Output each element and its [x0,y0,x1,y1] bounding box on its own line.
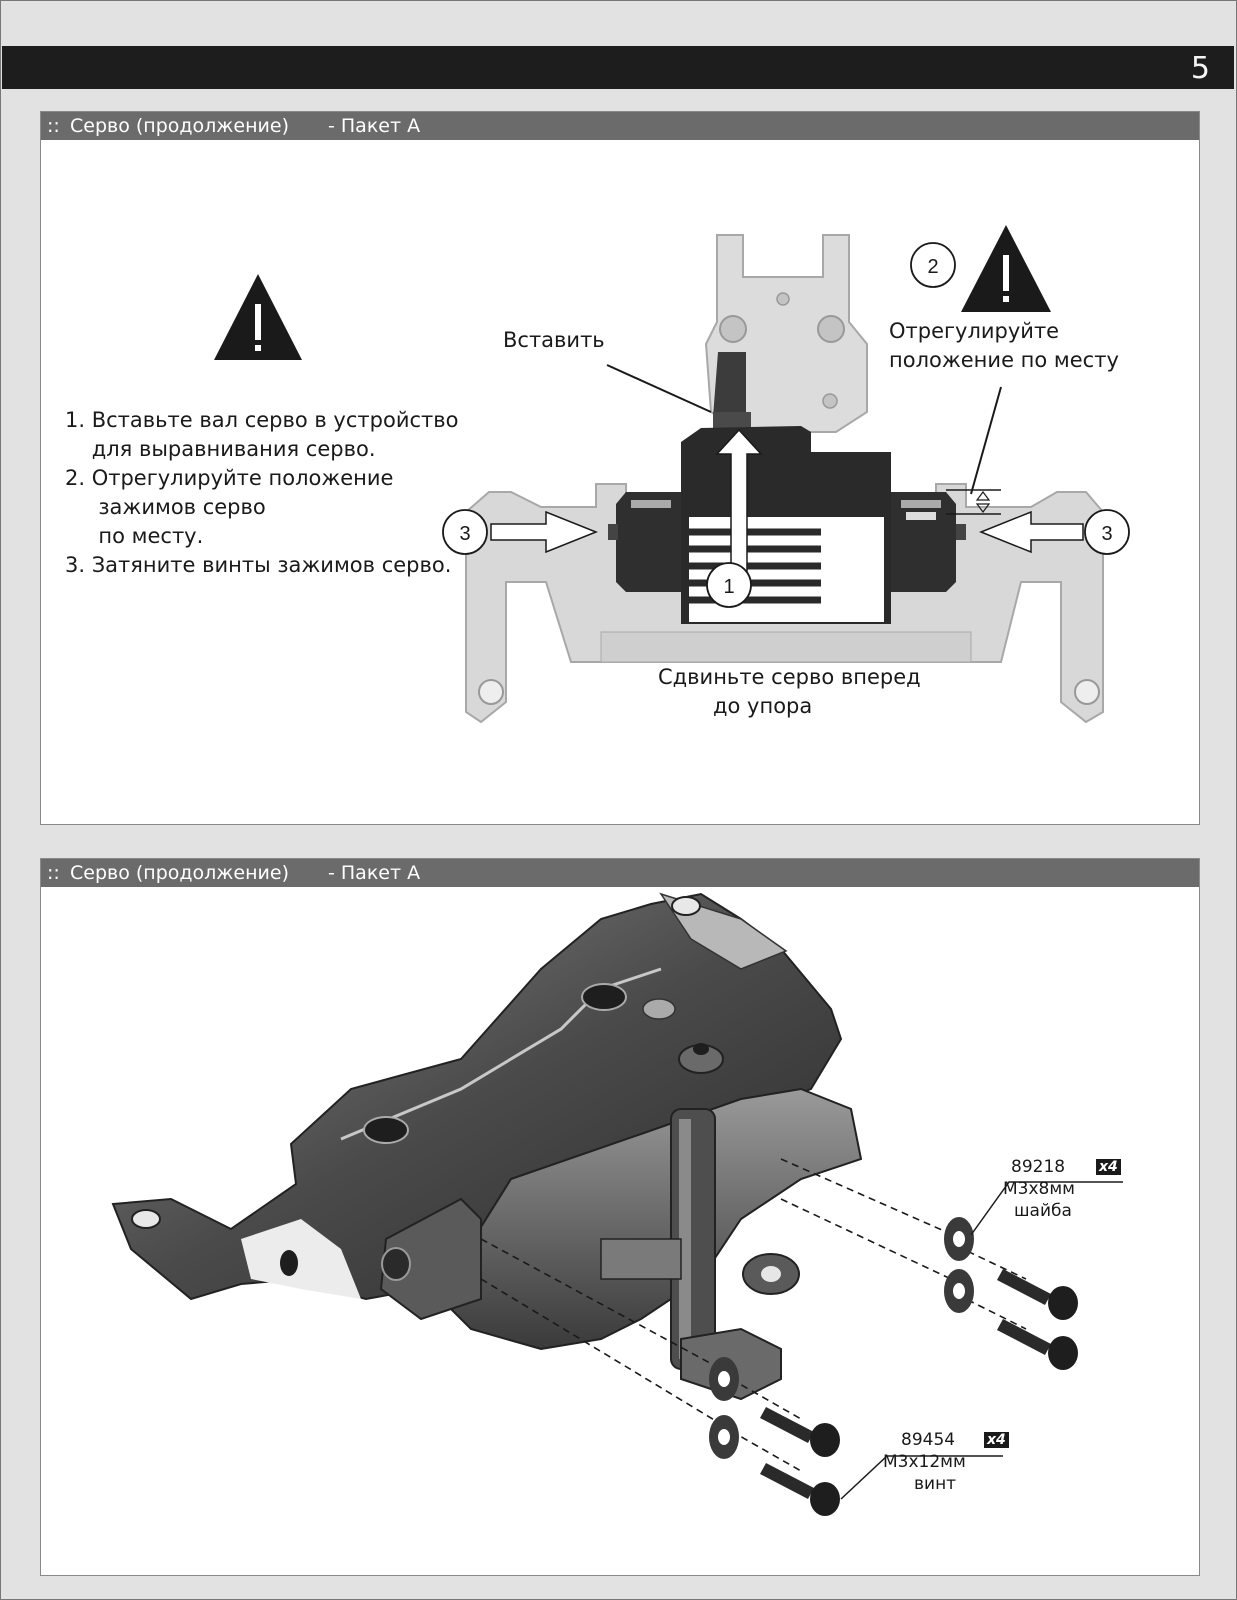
callout-insert: Вставить [503,328,605,352]
section-header: :: Серво (продолжение) - Пакет А [41,859,1199,887]
section-marker: :: [47,862,60,884]
page-number: 5 [1190,51,1210,86]
section-marker: :: [47,115,60,137]
instruction-step: 2. Отрегулируйте положение [65,466,394,490]
page-header-bar: 5 [2,46,1234,89]
section-servo-adjust: :: Серво (продолжение) - Пакет А 1. Вста… [40,111,1200,825]
section-pack: - Пакет А [328,862,421,884]
part-qty-badge: x4 [1096,1159,1121,1175]
servo-mount-illustration [111,892,1123,1516]
section-pack: - Пакет А [328,115,421,137]
part-number: 89218 [1011,1157,1066,1177]
callout-adjust-line2: положение по месту [889,348,1119,372]
part-qty-badge: x4 [984,1432,1009,1448]
part-size: M3x8мм [1003,1179,1076,1199]
part-size: M3x12мм [883,1452,966,1472]
instruction-step: зажимов серво [65,495,266,519]
servo-alignment-illustration: 2 3 3 1 [442,225,1130,724]
instruction-step: 1. Вставьте вал серво в устройство [65,408,459,432]
warning-icon [214,274,302,360]
callout-adjust-line1: Отрегулируйте [889,319,1060,343]
instruction-step: 3. Затяните винты зажимов серво. [65,553,452,577]
instruction-list: 1. Вставьте вал серво в устройство для в… [65,406,458,580]
section-title: Серво (продолжение) [70,862,289,884]
part-number: 89454 [901,1430,956,1450]
section-servo-mount: :: Серво (продолжение) - Пакет А [40,858,1200,1576]
callout-slide-line1: Сдвиньте серво вперед [658,665,921,689]
marker-1: 1 [723,576,734,598]
instruction-step: по месту. [65,524,204,548]
marker-2: 2 [927,256,938,278]
callout-slide-line2: до упора [713,694,813,718]
section-title: Серво (продолжение) [70,115,289,137]
part-type: винт [914,1474,957,1494]
marker-3-right: 3 [1101,523,1112,545]
marker-3-left: 3 [459,523,470,545]
section-header: :: Серво (продолжение) - Пакет А [41,112,1199,140]
part-type: шайба [1014,1201,1072,1221]
instruction-step: для выравнивания серво. [65,437,376,461]
